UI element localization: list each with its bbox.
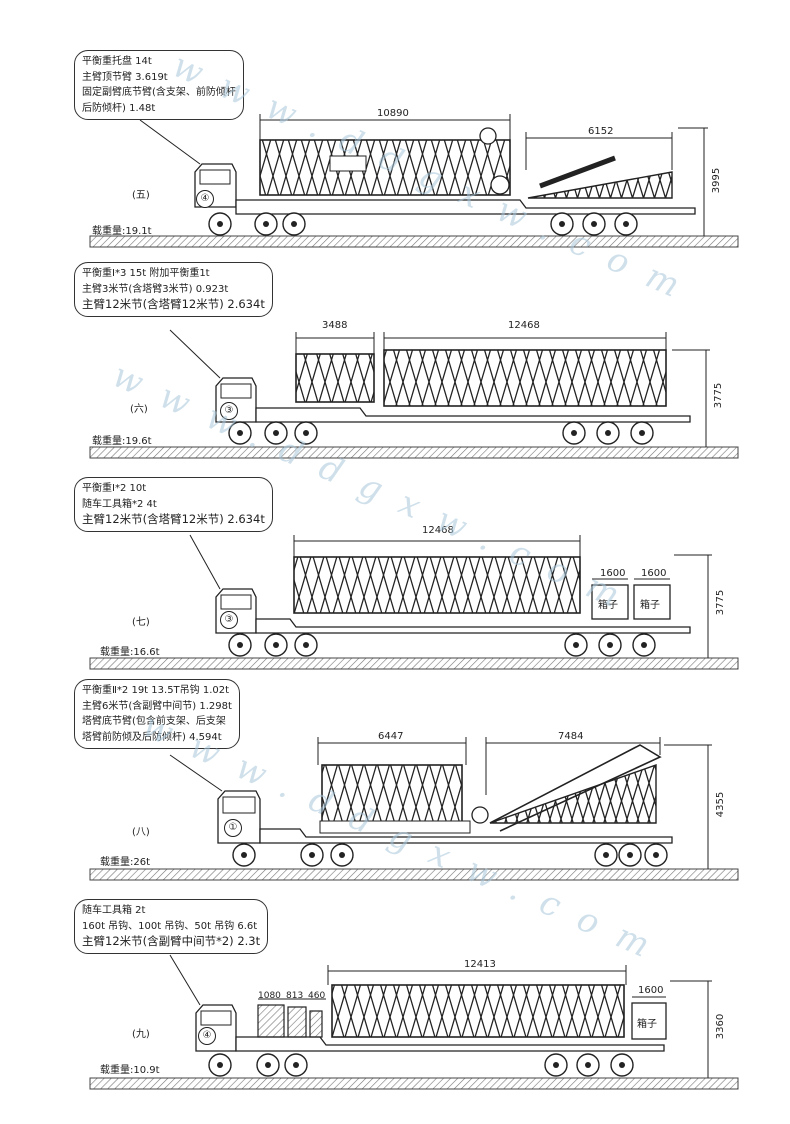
panel-stage-6: 平衡重Ⅰ*3 15t 附加平衡重1t 主臂3米节(含塔臂3米节) 0.923t … [0,250,790,465]
dimension-label: 813 [286,991,304,1001]
load-capacity: 载重量:16.6t [100,643,160,658]
box-1 [591,584,629,620]
load-capacity-value: 19.1t [125,226,152,237]
cargo-callout: 随车工具箱 2t 160t 吊钩、100t 吊钩、50t 吊钩 6.6t 主臂1… [74,899,269,954]
height-dimension-label: 3775 [715,589,727,616]
stage-label: (八) [132,827,150,838]
load-capacity-label: 载重量: [100,1065,134,1076]
dimension-label: 12413 [464,959,496,970]
load-capacity: 载重量:10.9t [100,1061,160,1076]
dimension-label: 3488 [322,320,348,331]
load-capacity-value: 26t [133,857,151,868]
truck-drawing [89,737,739,881]
dimension-label: 1600 [641,568,667,579]
load-capacity-value: 19.6t [125,436,152,447]
dimension-label: 12468 [422,525,454,536]
box-1 [631,1002,667,1040]
load-capacity-label: 载重量: [92,226,126,237]
stage-label: (五) [132,190,150,201]
dimension-label: 6152 [588,126,614,137]
panel-stage-9: 随车工具箱 2t 160t 吊钩、100t 吊钩、50t 吊钩 6.6t 主臂1… [0,885,790,1095]
truck-number-badge: ③ [220,402,238,420]
truck-drawing [89,534,739,670]
truck-number-badge: ① [224,819,242,837]
height-dimension-label: 3995 [711,167,723,194]
box-label: 箱子 [598,600,618,611]
cargo-callout: 平衡重Ⅰ*2 10t 随车工具箱*2 4t 主臂12米节(含塔臂12米节) 2.… [74,477,273,532]
load-capacity: 载重量:19.6t [92,432,152,447]
box-2 [633,584,671,620]
panel-stage-5: 平衡重托盘 14t 主臂顶节臂 3.619t 固定副臂底节臂(含支架、前防倾杆 … [0,0,790,250]
stage-label: (六) [130,404,148,415]
cargo-callout: 平衡重Ⅱ*2 19t 13.5T吊钩 1.02t 主臂6米节(含副臂中间节) 1… [74,679,240,749]
dimension-label: 7484 [558,731,584,742]
panel-stage-7: 平衡重Ⅰ*2 10t 随车工具箱*2 4t 主臂12米节(含塔臂12米节) 2.… [0,465,790,675]
load-capacity: 载重量:19.1t [92,222,152,237]
stage-label: (七) [132,617,150,628]
load-capacity: 载重量:26t [100,853,150,868]
cargo-callout: 平衡重托盘 14t 主臂顶节臂 3.619t 固定副臂底节臂(含支架、前防倾杆 … [74,50,244,120]
height-dimension-label: 3775 [713,382,725,409]
truck-number-badge: ③ [220,611,238,629]
dimension-label: 460 [308,991,326,1001]
truck-number-badge: ④ [198,1027,216,1045]
load-capacity-value: 10.9t [133,1065,160,1076]
dimension-label: 1080 [258,991,281,1001]
dimension-label: 12468 [508,320,540,331]
load-capacity-value: 16.6t [133,647,160,658]
height-dimension-label: 4355 [715,791,727,818]
truck-drawing [89,114,739,248]
height-dimension-label: 3360 [715,1013,727,1040]
stage-label: (九) [132,1029,150,1040]
truck-number-badge: ④ [196,190,214,208]
load-capacity-label: 载重量: [92,436,126,447]
box-label: 箱子 [637,1019,657,1030]
dimension-label: 10890 [377,108,409,119]
dimension-label: 1600 [600,568,626,579]
box-label: 箱子 [640,600,660,611]
cargo-callout: 平衡重Ⅰ*3 15t 附加平衡重1t 主臂3米节(含塔臂3米节) 0.923t … [74,262,273,317]
load-capacity-label: 载重量: [100,647,134,658]
dimension-label: 6447 [378,731,404,742]
panel-stage-8: 平衡重Ⅱ*2 19t 13.5T吊钩 1.02t 主臂6米节(含副臂中间节) 1… [0,675,790,885]
dimension-label: 1600 [638,985,664,996]
load-capacity-label: 载重量: [100,857,134,868]
